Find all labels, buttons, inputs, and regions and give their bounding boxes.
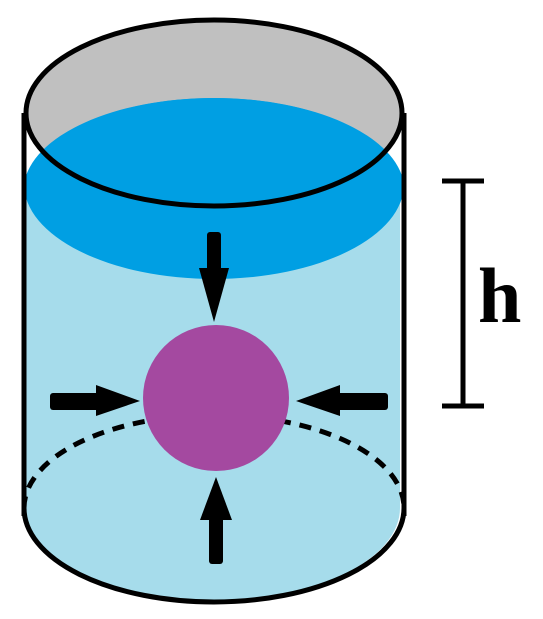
container-base-back [21,412,407,509]
pressure-arrow-icon [200,477,232,564]
pressure-arrow-icon [296,385,388,416]
submerged-ball [143,325,289,471]
height-label: h [478,252,521,339]
container-base-front [21,507,407,605]
pressure-arrow-icon [50,385,140,416]
height-dimension [442,178,484,409]
pressure-arrow-icon [199,232,229,322]
